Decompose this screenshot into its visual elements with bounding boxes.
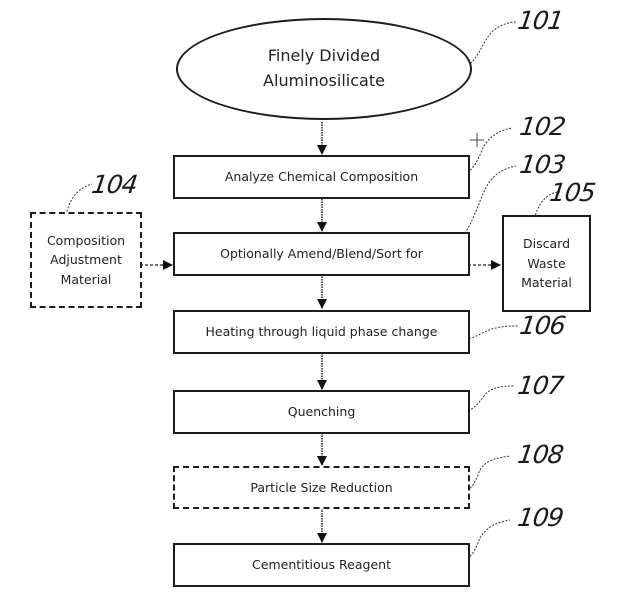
ref-label-106: 106: [517, 311, 567, 340]
node-103-amend-blend-sort: Optionally Amend/Blend/Sort for: [173, 232, 470, 276]
node-102-analyze-chemical-composition: Analyze Chemical Composition: [173, 155, 470, 199]
ref-label-101: 101: [515, 6, 565, 35]
ref-label-108: 108: [515, 440, 565, 469]
leader-105: [533, 191, 561, 223]
node-105-line-3: Material: [521, 275, 572, 291]
node-105-line-2: Waste: [527, 255, 566, 271]
node-109-cementitious-reagent: Cementitious Reagent: [173, 543, 470, 587]
leader-103: [453, 165, 517, 243]
node-109-label: Cementitious Reagent: [252, 557, 391, 573]
ref-label-107: 107: [515, 371, 565, 400]
node-104-line-1: Composition: [46, 232, 126, 248]
ref-label-105: 105: [547, 178, 597, 207]
node-104-line-3: Material: [60, 271, 112, 287]
node-106-heating-liquid-phase-change: Heating through liquid phase change: [173, 310, 470, 354]
ref-label-102: 102: [517, 112, 567, 141]
node-101-finely-divided-aluminosilicate: Finely Divided Aluminosilicate: [176, 18, 472, 120]
node-104-composition-adjustment-material: Composition Adjustment Material: [30, 212, 142, 308]
node-102-label: Analyze Chemical Composition: [224, 169, 419, 185]
node-108-particle-size-reduction: Particle Size Reduction: [173, 466, 470, 509]
leader-102: [457, 127, 513, 178]
node-105-discard-waste-material: Discard Waste Material: [502, 215, 591, 312]
node-107-quenching: Quenching: [173, 390, 470, 434]
leader-104: [65, 183, 93, 216]
ref-label-103: 103: [517, 150, 567, 179]
leader-106: [461, 325, 519, 341]
crosshair-mark: [470, 133, 484, 147]
ref-label-104: 104: [89, 170, 139, 199]
node-107-label: Quenching: [287, 404, 356, 420]
node-108-label: Particle Size Reduction: [250, 479, 393, 495]
node-101-line-1: Finely Divided: [267, 46, 381, 66]
ref-label-109: 109: [515, 503, 565, 532]
node-105-line-1: Discard: [523, 236, 570, 252]
node-104-line-2: Adjustment: [50, 252, 122, 268]
node-106-label: Heating through liquid phase change: [205, 324, 438, 340]
node-101-line-2: Aluminosilicate: [263, 71, 385, 90]
node-103-label: Optionally Amend/Blend/Sort for: [220, 246, 423, 262]
